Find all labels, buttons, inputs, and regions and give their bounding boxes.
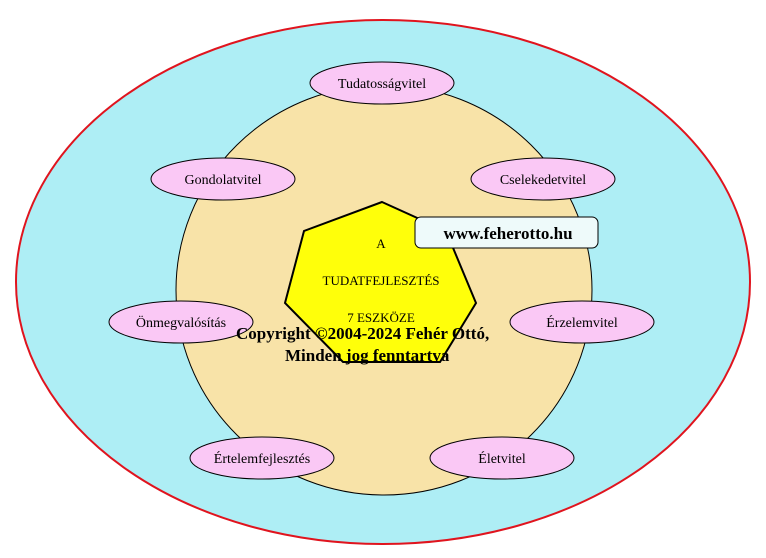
node-label: Gondolatvitel	[185, 173, 262, 188]
copyright-line-1: Copyright ©2004-2024 Fehér Ottó,	[236, 324, 489, 343]
node-label: Tudatosságvitel	[338, 77, 426, 92]
node-tudatossagvitel: Tudatosságvitel	[309, 61, 455, 105]
node-gondolatvitel: Gondolatvitel	[150, 157, 296, 201]
center-line-3: 7 ESZKÖZE	[347, 310, 415, 325]
center-line-2: TUDATFEJLESZTÉS	[323, 273, 440, 288]
node-eletvitel: Életvitel	[429, 436, 575, 480]
node-erzelemvitel: Érzelemvitel	[509, 300, 655, 344]
node-cselekedetvitel: Cselekedetvitel	[470, 157, 616, 201]
node-onmegvalositas: Önmegvalósítás	[108, 300, 254, 344]
website-link[interactable]: www.feherotto.hu	[443, 224, 572, 243]
node-label: Cselekedetvitel	[500, 173, 586, 188]
node-label: Érzelemvitel	[546, 314, 618, 331]
node-label: Értelemfejlesztés	[214, 450, 310, 467]
node-label: Életvitel	[478, 450, 526, 467]
node-label: Önmegvalósítás	[136, 314, 226, 331]
copyright-line-2: Minden jog fenntartva	[285, 346, 450, 365]
center-line-1: A	[376, 236, 386, 251]
website-box[interactable]: www.feherotto.hu	[414, 216, 599, 249]
node-ertelemfejlesztes: Értelemfejlesztés	[189, 436, 335, 480]
